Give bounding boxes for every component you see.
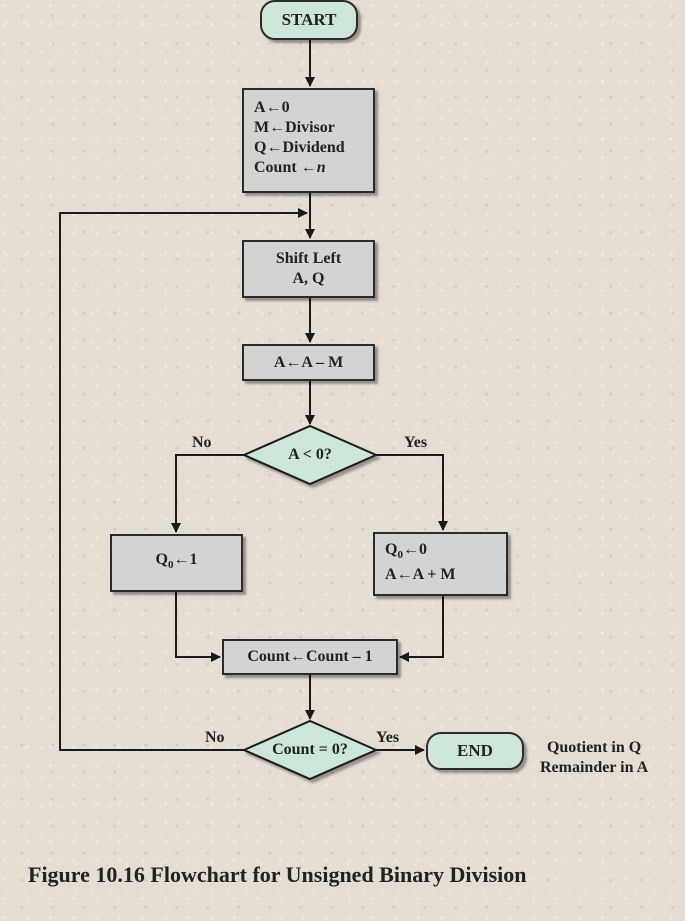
label-no-1: No	[192, 434, 212, 451]
shift-line1: Shift Left	[275, 250, 342, 267]
note-line1: Quotient in Q	[546, 739, 642, 756]
start-terminal: START	[260, 0, 358, 40]
restore-box: Q0←0 A←A + M	[373, 532, 508, 596]
arrow-no-branch	[171, 454, 244, 533]
end-label: END	[457, 741, 493, 760]
subtract-right: A – M	[301, 353, 344, 371]
shift-box: Shift Left A, Q	[242, 240, 375, 298]
init-var-q: Q	[254, 139, 267, 156]
init-val-m: Divisor	[285, 119, 335, 136]
q0-set-one-box: Q0←1	[110, 534, 243, 592]
arrow-q1-to-count	[175, 592, 221, 662]
init-val-q: Dividend	[282, 139, 345, 156]
q0-one-q: Q	[155, 551, 168, 569]
init-var-count: Count	[254, 159, 297, 176]
q0-zero-q: Q	[385, 541, 398, 558]
shift-line2: A, Q	[292, 270, 325, 287]
init-var-a: A	[254, 99, 266, 116]
restore-left: A	[385, 566, 397, 584]
init-val-count: n	[316, 159, 326, 176]
q0-one-val: 1	[189, 551, 198, 569]
arrow-restore-to-count	[399, 596, 444, 662]
init-val-a: 0	[281, 99, 290, 116]
count-decrement-box: Count←Count – 1	[222, 639, 398, 675]
decision-count-zero-text: Count = 0?	[272, 741, 348, 758]
count-left: Count	[247, 648, 290, 665]
subtract-left: A	[273, 353, 286, 371]
figure-caption: Figure 10.16 Flowchart for Unsigned Bina…	[28, 862, 527, 887]
restore-right: A + M	[412, 566, 456, 584]
q0-one-sub: 0	[167, 559, 174, 572]
decision-a-negative	[241, 424, 379, 486]
decision-count-zero	[241, 719, 379, 781]
label-yes-1: Yes	[404, 434, 428, 451]
label-yes-2: Yes	[376, 729, 400, 746]
count-right: Count – 1	[306, 648, 373, 665]
subtract-box: A←A – M	[242, 344, 375, 381]
label-no-2: No	[205, 729, 225, 746]
decision-a-negative-text: A < 0?	[288, 446, 332, 463]
arrow-loop-back	[59, 208, 308, 751]
start-label: START	[281, 10, 337, 29]
q0-zero-sub: 0	[397, 549, 403, 562]
end-terminal: END	[426, 732, 524, 770]
arrow-yes-branch	[376, 454, 448, 531]
note-line2: Remainder in A	[540, 759, 649, 776]
q0-zero-val: 0	[418, 541, 427, 558]
result-note: Quotient in Q Remainder in A	[540, 738, 648, 778]
init-box: A←0 M←Divisor Q←Dividend Count ←n	[242, 88, 375, 193]
init-var-m: M	[254, 119, 270, 136]
